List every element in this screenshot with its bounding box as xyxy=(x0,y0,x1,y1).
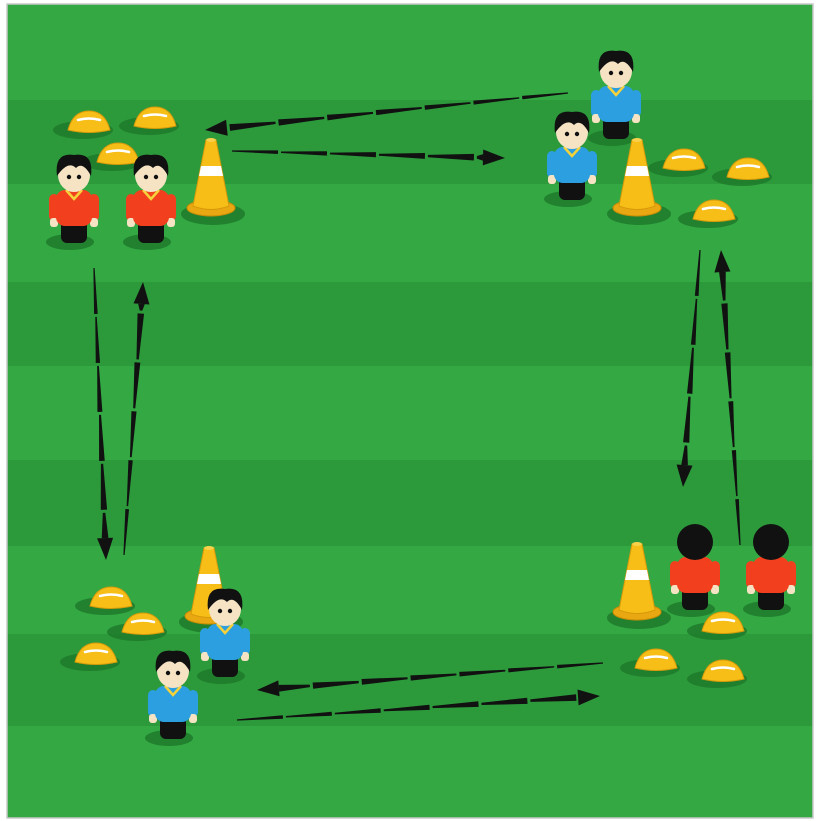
training-drill-diagram xyxy=(0,0,818,821)
